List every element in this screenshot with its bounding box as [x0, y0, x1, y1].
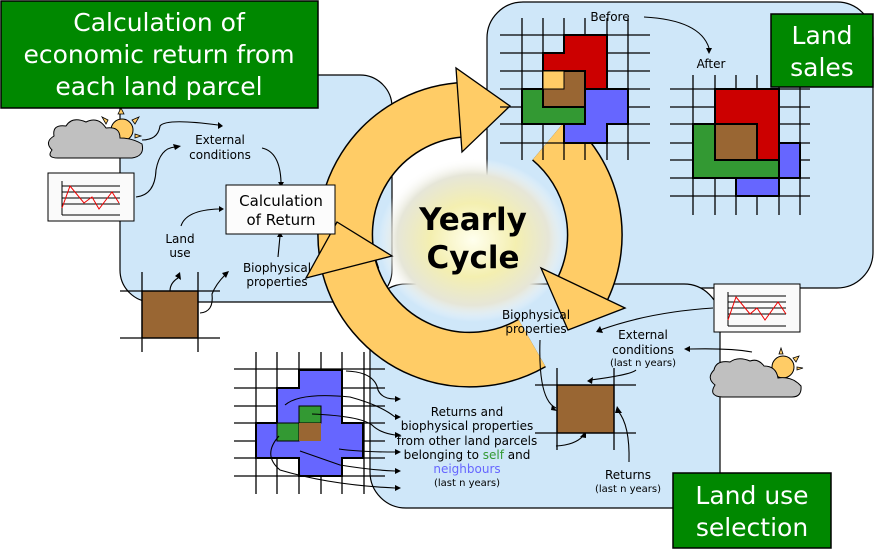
biophysical-properties-label: properties: [246, 275, 307, 289]
calculation-title-line: each land parcel: [55, 72, 262, 101]
flow-arrow: [277, 235, 281, 258]
returns-from-others-label: biophysical properties: [401, 419, 534, 433]
before-after-arrow: [643, 16, 710, 49]
flow-arrow: [689, 348, 753, 353]
cloud-sun-icon: [48, 107, 143, 159]
flow-arrow: [199, 274, 226, 314]
last-n-years-label: (last n years): [434, 478, 500, 489]
biophysical-properties-label: Biophysical: [243, 261, 311, 275]
land-parcel: [535, 368, 636, 450]
flow-arrow: [169, 277, 179, 292]
neighbourhood-grid: [234, 352, 401, 494]
cloud-sun-icon: [709, 346, 804, 398]
calculation-title-line: Calculation of: [73, 8, 246, 37]
flow-arrow: [599, 307, 714, 331]
land-use-selection-title-line: Land use: [695, 481, 808, 510]
last-n-years-label: (last n years): [610, 358, 676, 369]
cycle-arrow-right: [531, 117, 627, 331]
flow-arrow: [261, 147, 282, 183]
chart-icon: [713, 283, 801, 333]
calculation-title-line: economic return from: [23, 40, 294, 69]
external-conditions-label: External: [195, 133, 245, 147]
flow-arrow: [539, 339, 557, 409]
chart-icon: [47, 172, 135, 222]
land-sales-title-line: Land: [792, 21, 853, 50]
parcel-grid-after: [670, 75, 810, 215]
external-conditions-label: External: [618, 328, 668, 342]
calculation-of-return-label: Calculation: [239, 192, 323, 210]
self-label: self: [483, 448, 505, 462]
cycle-arrow-bottom: [304, 221, 546, 388]
biophysical-properties-label: properties: [505, 322, 566, 336]
returns-label: Returns: [605, 468, 651, 482]
biophysical-properties-label: Biophysical: [502, 308, 570, 322]
land-use-label: Land: [165, 232, 194, 246]
flow-arrow: [555, 435, 584, 447]
external-conditions-label: conditions: [189, 148, 251, 162]
calculation-title-box: Calculation of economic return from each…: [0, 0, 319, 109]
flow-arrow: [617, 410, 630, 463]
returns-from-others-label: from other land parcels: [397, 434, 537, 448]
calculation-of-return-label: of Return: [246, 211, 315, 229]
belonging-to-label: belonging to self and: [404, 448, 531, 462]
land-use-selection-title-box: Land use selection: [672, 472, 832, 549]
flow-arrow: [141, 121, 219, 141]
land-sales-title-box: Land sales: [770, 13, 874, 88]
flow-arrow: [589, 369, 637, 381]
external-conditions-label: conditions: [612, 343, 674, 357]
center-title-line1: Yearly: [418, 202, 527, 238]
center-title-line2: Cycle: [427, 240, 520, 276]
belonging-prefix: belonging to: [404, 448, 483, 462]
parcel-grid-before: [500, 18, 650, 160]
land-use-label: use: [169, 246, 190, 260]
center-glow: [378, 158, 568, 322]
flow-arrow: [180, 208, 220, 227]
land-sales-title-line: sales: [790, 53, 854, 82]
calculation-of-return-box: [225, 184, 336, 235]
land-parcel: [120, 272, 220, 352]
after-label: After: [697, 57, 726, 71]
and-label: and: [504, 448, 530, 462]
returns-from-others-label: Returns and: [431, 405, 503, 419]
neighbours-label: neighbours: [433, 462, 500, 476]
before-label: Before: [590, 10, 629, 24]
flow-arrow: [135, 146, 176, 198]
land-use-selection-title-line: selection: [696, 513, 808, 542]
last-n-years-label: (last n years): [595, 484, 661, 495]
